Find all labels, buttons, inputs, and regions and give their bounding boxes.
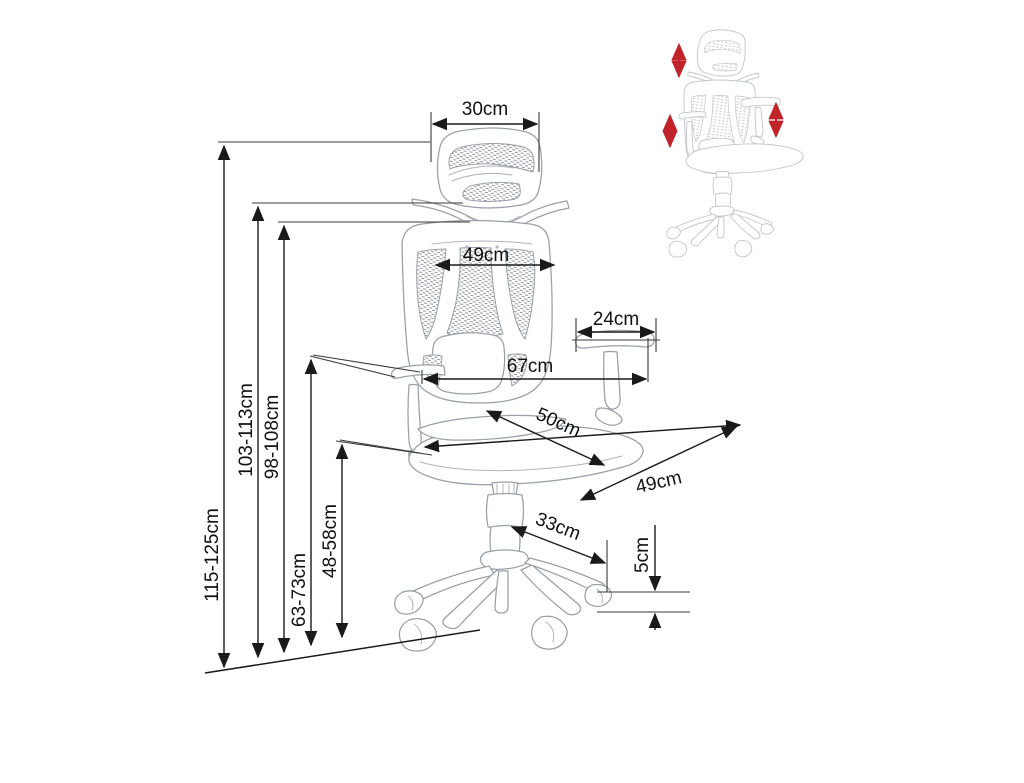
label-headrest-width: 30cm <box>462 99 508 120</box>
base <box>394 549 613 652</box>
ext-armrest-height <box>309 355 396 378</box>
ext-overall-left <box>312 354 421 373</box>
label-back-height: 103-113cm <box>236 383 257 477</box>
label-overall-width: 67cm <box>507 356 553 377</box>
ground-line <box>204 629 481 674</box>
dimline-base-depth <box>579 426 738 501</box>
dimline-base-radius <box>510 526 607 564</box>
dimension-lines: 115-125cm 103-113cm 98-108cm 63-73cm 48-… <box>202 99 742 674</box>
ext-base-depth-start <box>339 439 421 454</box>
label-backrest-width: 49cm <box>463 245 509 266</box>
label-seat-height: 48-58cm <box>320 504 341 578</box>
label-armrest-height: 63-73cm <box>289 553 310 627</box>
casters <box>394 583 613 652</box>
label-total-height: 115-125cm <box>202 508 223 602</box>
adjustability-inset <box>662 29 804 258</box>
inset-red-arrows <box>662 42 784 149</box>
inset-chair <box>666 29 804 258</box>
label-armrest-width: 24cm <box>593 309 639 330</box>
label-back-top-height: 98-108cm <box>262 395 283 480</box>
label-caster-height: 5cm <box>632 537 653 573</box>
headrest <box>436 127 543 209</box>
